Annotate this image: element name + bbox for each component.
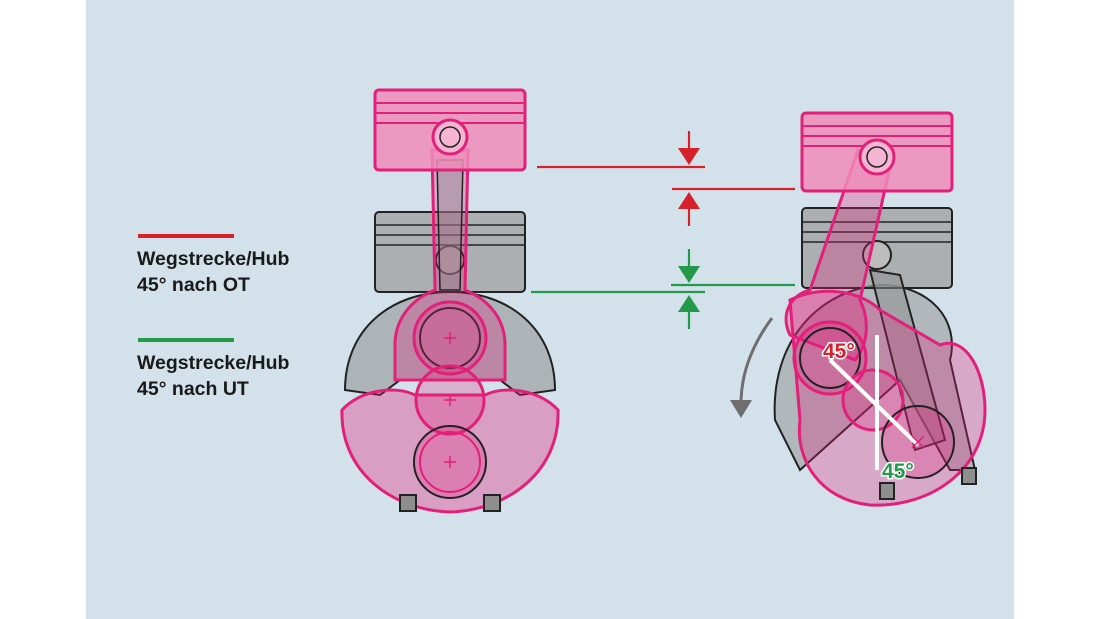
rotation-arrow-icon (730, 317, 774, 418)
right-crank-assembly: 45° 45° (730, 111, 987, 507)
legend-ut-line2: 45° nach UT (137, 378, 249, 400)
down-arrow-icon (678, 131, 700, 165)
right-conrod-magenta (784, 148, 894, 362)
legend-ot-label: Wegstrecke/Hub 45° nach OT (137, 246, 289, 298)
legend-ot-line2: 45° nach OT (137, 274, 250, 296)
left-piston-magenta (373, 88, 527, 172)
legend-ut-label: Wegstrecke/Hub 45° nach UT (137, 350, 289, 402)
stroke-indicators (531, 131, 795, 329)
up-arrow-icon (678, 295, 700, 329)
left-crank-assembly (340, 88, 560, 514)
left-piston-grey (374, 211, 526, 293)
angle-line-diagonal-a (828, 358, 920, 447)
right-piston-grey (801, 207, 953, 289)
up-arrow-icon (678, 192, 700, 226)
right-crank-web-magenta (788, 289, 987, 507)
left-conrod-magenta (393, 148, 507, 382)
legend-ot-line1: Wegstrecke/Hub (137, 248, 290, 270)
legend-line-green (138, 338, 234, 342)
left-center-marks (444, 332, 456, 468)
angle-label-red: 45° (823, 340, 855, 363)
angle-label-green: 45° (882, 460, 914, 483)
right-piston-magenta (800, 111, 954, 193)
legend-line-red (138, 234, 234, 238)
legend-ut-line1: Wegstrecke/Hub (137, 352, 290, 374)
down-arrow-icon (678, 249, 700, 283)
left-crank-web-magenta (340, 388, 560, 514)
